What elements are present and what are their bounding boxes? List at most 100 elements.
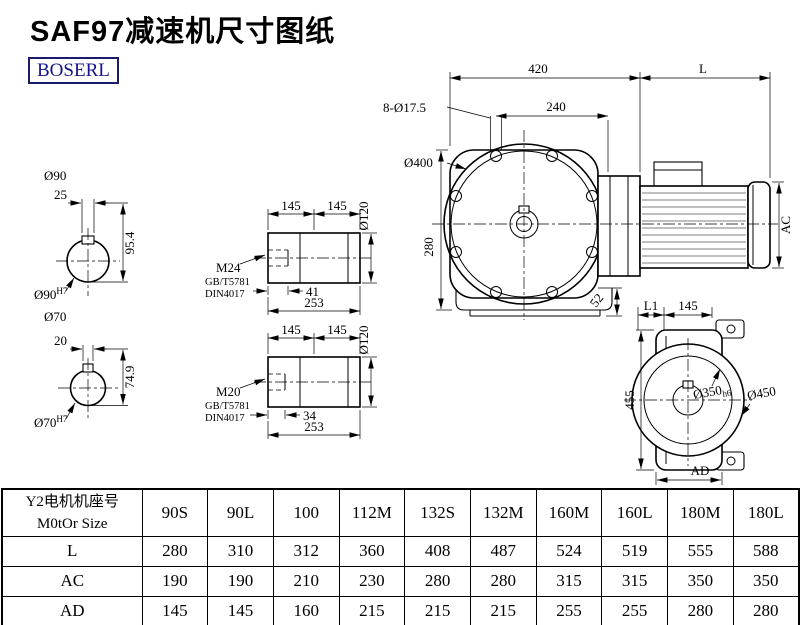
dim-center-height-280: 280 [421,237,436,257]
dim-key-depth-95-4: 95.4 [122,231,137,254]
terminal-box [653,161,703,187]
dim-flange-dia-400: Ø400 [404,155,433,170]
dim-value: 190 [141,565,209,597]
dim-value: 280 [404,565,471,597]
table-header-row: Y2电机机座号 M0tOr Size 90S 90L 100 112M 132S… [1,488,800,537]
dim-bore-90h7: Ø90H7 [34,286,68,302]
dim-overall-420: 420 [528,61,548,76]
dim-motor-length-L: L [699,61,707,76]
dim-value: 524 [535,535,603,567]
dim-value: 350 [732,565,800,597]
dim-dia-120-bottom: Ø120 [356,326,371,355]
dim-thread-depth-34: 34 [303,408,317,423]
mount-tab-top [715,319,745,339]
dim-thread-depth-41: 41 [306,284,319,299]
dim-value: 255 [601,595,668,625]
dim-width-AD: AD [691,463,710,478]
technical-drawing: Ø90 25 95.4 Ø90H7 Ø70 20 74.9 Ø70H7 [34,61,793,485]
output-shaft-view-m24: 145 145 Ø120 M24 GB/T5781 DIN4017 41 253 [205,198,377,315]
row-label-L: L [1,535,143,567]
dim-value: 160 [272,595,340,625]
dim-value: 280 [469,565,537,597]
dim-value: 519 [601,535,668,567]
dim-value: 360 [338,535,406,567]
size-column-header: 180M [667,488,734,537]
size-column-header: 90S [141,488,209,537]
dimension-table: Y2电机机座号 M0tOr Size 90S 90L 100 112M 132S… [1,488,800,625]
row-label-AD: AD [1,595,143,625]
motor-body [639,185,749,269]
dim-bolt-spacing-240: 240 [546,99,566,114]
dim-value: 280 [732,595,800,625]
table-row-AC: AC 190 190 210 230 280 280 315 315 350 3… [1,565,800,597]
size-column-header: 100 [272,488,340,537]
std-gb-t5781-bottom: GB/T5781 [205,401,250,412]
dim-value: 487 [469,535,537,567]
dim-145-a: 145 [281,198,301,213]
dim-length-253-top: 253 [304,295,324,310]
dim-value: 312 [272,535,340,567]
dim-value: 215 [469,595,537,625]
dim-value: 315 [535,565,603,597]
dim-key-depth-74-9: 74.9 [122,366,137,389]
side-view: L1 145 455 Ø350h6 Ø450 AD [622,298,777,485]
dim-length-253-bottom: 253 [304,419,324,434]
page-title: SAF97减速机尺寸图纸 [30,16,336,48]
dim-value: 350 [667,565,734,597]
size-column-header: 132S [404,488,471,537]
dim-value: 145 [207,595,274,625]
row-label-AC: AC [1,565,143,597]
dim-145-b: 145 [327,198,347,213]
dim-L1: L1 [644,298,658,313]
dim-flange-450: Ø450 [746,383,777,403]
dim-value: 145 [141,595,209,625]
table-row-AD: AD 145 145 160 215 215 215 255 255 280 2… [1,595,800,625]
size-column-header: 160M [535,488,603,537]
motor-size-header-en: M0tOr Size [37,515,108,532]
std-gb-t5781-top: GB/T5781 [205,277,250,288]
front-view: 420 L 8-Ø17.5 240 Ø400 280 52 AC [383,61,793,320]
dim-dia-120-top: Ø120 [356,202,371,231]
dim-145-d: 145 [327,322,347,337]
fan-cowl [747,181,771,269]
dim-value: 190 [207,565,274,597]
dim-bolt-holes: 8-Ø17.5 [383,100,426,115]
dim-value: 215 [338,595,406,625]
size-column-header: 160L [601,488,668,537]
motor-size-header-cell: Y2电机机座号 M0tOr Size [1,488,143,537]
dim-value: 310 [207,535,274,567]
motor-adapter [597,175,641,277]
dim-spigot-350h6: Ø350h6 [692,381,733,404]
output-shaft-view-m20: 145 145 Ø120 M20 GB/T5781 DIN4017 34 253 [205,322,377,439]
size-column-header: 90L [207,488,274,537]
dim-dia-90: Ø90 [44,168,66,183]
motor-size-header-cn: Y2电机机座号 [25,493,119,510]
size-column-header: 112M [338,488,406,537]
dim-value: 408 [404,535,471,567]
dim-value: 588 [732,535,800,567]
dim-dia-70: Ø70 [44,309,66,324]
brand-logo: BOSERL [28,57,119,84]
thread-label-m24: M24 [216,260,241,275]
shaft-bore-view-70: Ø70 20 74.9 Ø70H7 [34,309,137,430]
size-column-header: 180L [732,488,800,537]
dim-value: 230 [338,565,406,597]
shaft-bore-view-90: Ø90 25 95.4 Ø90H7 [34,168,137,302]
dim-bore-70h7: Ø70H7 [34,414,68,430]
size-column-header: 132M [469,488,537,537]
dim-key-width-20: 20 [54,333,67,348]
table-row-L: L 280 310 312 360 408 487 524 519 555 58… [1,535,800,567]
thread-label-m20: M20 [216,384,241,399]
dim-value: 210 [272,565,340,597]
dim-value: 280 [141,535,209,567]
dim-value: 280 [667,595,734,625]
dim-value: 215 [404,595,471,625]
dim-145-c: 145 [281,322,301,337]
dim-145-side: 145 [678,298,698,313]
dim-value: 555 [667,535,734,567]
dim-height-455: 455 [622,390,637,410]
dim-value: 315 [601,565,668,597]
std-din4017-bottom: DIN4017 [205,413,245,424]
dim-motor-height-AC: AC [778,216,793,234]
